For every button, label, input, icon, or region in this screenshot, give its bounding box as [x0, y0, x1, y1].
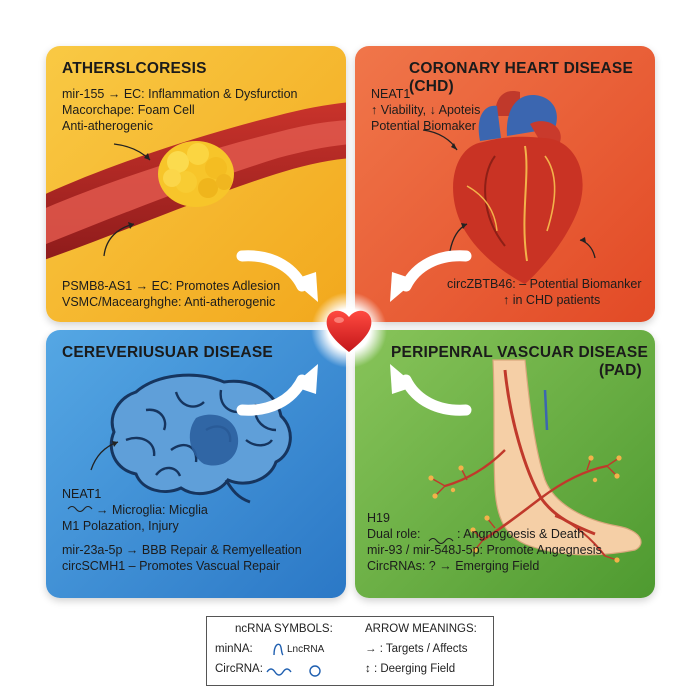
- lncrna-squiggle-icon: [67, 505, 93, 513]
- legend-targets-label: → : Targets / Affects: [365, 643, 468, 655]
- panel-subtitle: (PAD): [599, 362, 642, 379]
- curved-arrow-icon: [236, 364, 318, 416]
- legend-emerging-label: ↕ : Deerging Field: [365, 663, 456, 675]
- legend-minna-label: minNA:: [215, 643, 253, 655]
- panel-title: PERIPENRAL VASCUAR DISEASE: [391, 344, 648, 361]
- panel-title: CEREVERIUSUAR DISEASE: [62, 344, 273, 361]
- artery-illustration: [46, 102, 346, 260]
- legend-circrna-label: CircRNA:: [215, 663, 263, 675]
- panel-text: CircRNAs: ? → Emerging Field: [367, 559, 540, 573]
- panel-text: mir-23a-5p → BBB Repair & Remyelleation: [62, 543, 302, 557]
- panel-title: ATHERSLCORESIS: [62, 60, 207, 77]
- panel-text: H19: [367, 511, 390, 525]
- lesion-area: [189, 414, 239, 466]
- panel-text: → Microglia: Micglia: [96, 503, 208, 517]
- panel-text: NEAT1: [371, 87, 411, 101]
- lncrna-squiggle-icon: [428, 537, 454, 545]
- curved-arrow-icon: [390, 364, 472, 416]
- panel-text: M1 Polazation, Injury: [62, 519, 179, 533]
- panel-text: mir-155 → EC: Inflammation & Dysfurction: [62, 87, 298, 101]
- panel-text: PSMB8-AS1 → EC: Promotes Adlesion: [62, 279, 281, 293]
- circrna-symbol-icon: [266, 665, 321, 677]
- atherosclerosis-panel: ATHERSLCORESIS mir-155 → EC: Inflammatio…: [46, 46, 346, 322]
- panel-title: CORONARY HEART DISEASE (CHD): [409, 60, 634, 95]
- leg-illustration: [428, 359, 642, 563]
- panel-text: NEAT1: [62, 487, 102, 501]
- heart-illustration: [422, 91, 596, 284]
- plaque-icon: [158, 141, 234, 207]
- lncrna-hook-icon: [273, 643, 284, 656]
- panel-text: : Angnogoesis & Death: [457, 527, 585, 541]
- panel-text: mir-93 / mir-548J-5p: Promote Angegnesis: [367, 543, 602, 557]
- central-heart-icon: [311, 292, 387, 368]
- legend-arrows-title: ARROW MEANINGS:: [365, 623, 477, 635]
- curved-arrow-icon: [236, 250, 318, 302]
- panel-text: ↑ Viability, ↓ Apoteis: [371, 103, 481, 117]
- legend-box: ncRNA SYMBOLS: minNA: LncRNA CircRNA: AR…: [206, 616, 494, 686]
- panel-text: ↑ in CHD patients: [503, 293, 601, 307]
- panel-text: circSCMH1 – Promotes Vascual Repair: [62, 559, 280, 573]
- legend-symbols-title: ncRNA SYMBOLS:: [235, 623, 333, 635]
- cerebrovascular-panel: CEREVERIUSUAR DISEASE NEAT1 → Microglia:…: [46, 330, 346, 598]
- panel-text: circZBTB46: – Potential Biomanker: [447, 277, 642, 291]
- curved-arrow-icon: [390, 250, 472, 302]
- panel-text: Potential Biomaker: [371, 119, 476, 133]
- legend-lncrna-label: LncRNA: [287, 644, 325, 655]
- panel-text: Anti-atherogenic: [62, 119, 154, 133]
- panel-text: Dual role:: [367, 527, 421, 541]
- panel-text: Macorchape: Foam Cell: [62, 103, 195, 117]
- panel-text: VSMC/Macearghghe: Anti-atherogenic: [62, 295, 276, 309]
- chd-panel: CORONARY HEART DISEASE (CHD) NEAT1 ↑ Via…: [355, 46, 655, 322]
- heart-body: [453, 136, 583, 284]
